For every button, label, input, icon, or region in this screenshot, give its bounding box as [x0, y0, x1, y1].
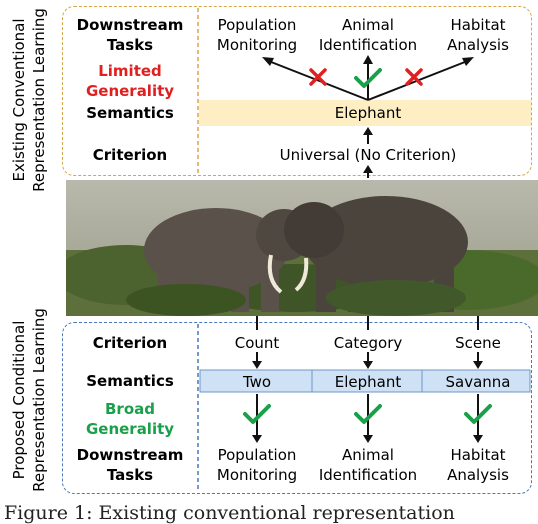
semantics-elephant: Elephant	[335, 373, 402, 391]
broad-label-1: Broad	[105, 400, 155, 418]
top-criterion-label: Criterion	[93, 146, 167, 164]
figure-caption: Figure 1: Existing conventional represen…	[4, 502, 455, 524]
bottom-panel	[62, 322, 532, 494]
top-panel-diagram: Downstream Tasks Limited Generality Sema…	[77, 8, 531, 178]
bottom-semantics-label: Semantics	[86, 372, 174, 390]
top-semantics-box	[199, 100, 531, 126]
top-downstream-label-2: Tasks	[107, 36, 153, 54]
criterion-scene: Scene	[455, 334, 501, 352]
bottom-downstream-label-2: Tasks	[107, 466, 153, 484]
bottom-downstream-label-1: Downstream	[77, 446, 184, 464]
bottom-task-2-line2: Identification	[319, 466, 417, 484]
top-task-1-line2: Monitoring	[217, 36, 297, 54]
semantics-savanna: Savanna	[446, 373, 511, 391]
side-labels: Existing Conventional Representation Lea…	[10, 8, 48, 492]
check-icon	[354, 68, 382, 88]
bottom-task-1-line2: Monitoring	[217, 466, 297, 484]
bottom-criterion-label: Criterion	[93, 334, 167, 352]
side-label-bottom-line2: Representation Learning	[30, 308, 48, 492]
limited-label-1: Limited	[98, 62, 162, 80]
bottom-semantics-boxes	[199, 369, 531, 393]
top-arrowheads	[262, 55, 474, 173]
top-task-2-line2: Identification	[319, 36, 417, 54]
side-label-top-line1: Existing Conventional	[10, 18, 28, 181]
top-task-2-line1: Animal	[342, 16, 394, 34]
side-label-top-line2: Representation Learning	[30, 8, 48, 192]
check-icon	[354, 404, 382, 424]
bottom-task-1-line1: Population	[218, 446, 297, 464]
bottom-task-3-line2: Analysis	[447, 466, 509, 484]
criterion-count: Count	[235, 334, 280, 352]
side-label-bottom-line1: Proposed Conditional	[10, 321, 28, 480]
cross-icon	[405, 68, 423, 86]
top-task-3-line1: Habitat	[450, 16, 505, 34]
top-task-3-line2: Analysis	[447, 36, 509, 54]
top-semantics-label: Semantics	[86, 104, 174, 122]
top-semantics-value: Elephant	[335, 104, 402, 122]
check-icon	[243, 404, 271, 424]
bottom-task-2-line1: Animal	[342, 446, 394, 464]
semantics-two: Two	[242, 373, 271, 391]
criterion-category: Category	[334, 334, 403, 352]
top-criterion-value: Universal (No Criterion)	[280, 146, 457, 164]
top-panel	[62, 6, 532, 176]
cross-icon	[309, 68, 327, 86]
elephants-photo	[66, 180, 538, 316]
top-downstream-label-1: Downstream	[77, 16, 184, 34]
broad-label-2: Generality	[86, 420, 174, 438]
limited-label-2: Generality	[86, 82, 174, 100]
top-task-1-line1: Population	[218, 16, 297, 34]
check-icon	[464, 404, 492, 424]
bottom-arrowheads	[252, 361, 483, 443]
bottom-panel-diagram: Criterion Semantics Broad Generality Dow…	[77, 316, 531, 492]
bottom-task-3-line1: Habitat	[450, 446, 505, 464]
